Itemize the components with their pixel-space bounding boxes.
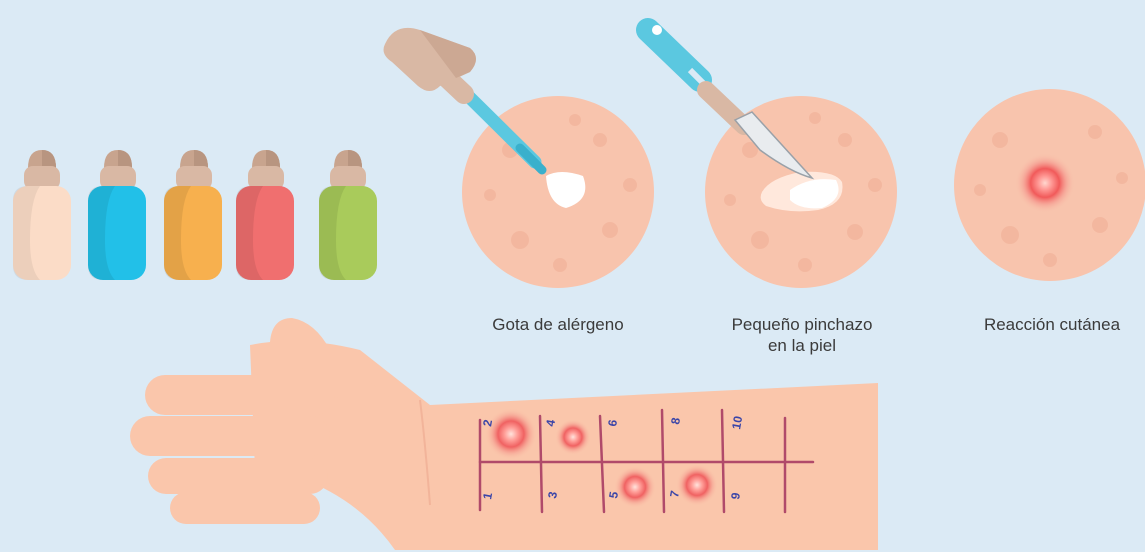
caption-skin-prick: Pequeño pinchazo en la piel [702, 314, 902, 356]
caption-skin-prick-line1: Pequeño pinchazo [702, 314, 902, 335]
bottle-green [319, 150, 377, 280]
bottle-orange [164, 150, 222, 280]
bottle-blue [88, 150, 146, 280]
reaction-spot-2 [485, 408, 537, 460]
number-10: 10 [729, 415, 745, 431]
reaction-spot-5 [614, 466, 656, 508]
allergen-bottles [13, 150, 377, 280]
bottle-beige [13, 150, 71, 280]
dropper-icon [384, 28, 542, 170]
skin-reaction-welt [1015, 153, 1075, 213]
skin-circle-reaction [954, 89, 1145, 281]
caption-allergen-drop: Gota de alérgeno [468, 314, 648, 335]
caption-skin-prick-line2: en la piel [702, 335, 902, 356]
reaction-spot-7 [676, 464, 718, 506]
caption-skin-reaction: Reacción cutánea [962, 314, 1142, 335]
bottle-red [236, 150, 294, 280]
reaction-spot-4 [555, 419, 591, 455]
